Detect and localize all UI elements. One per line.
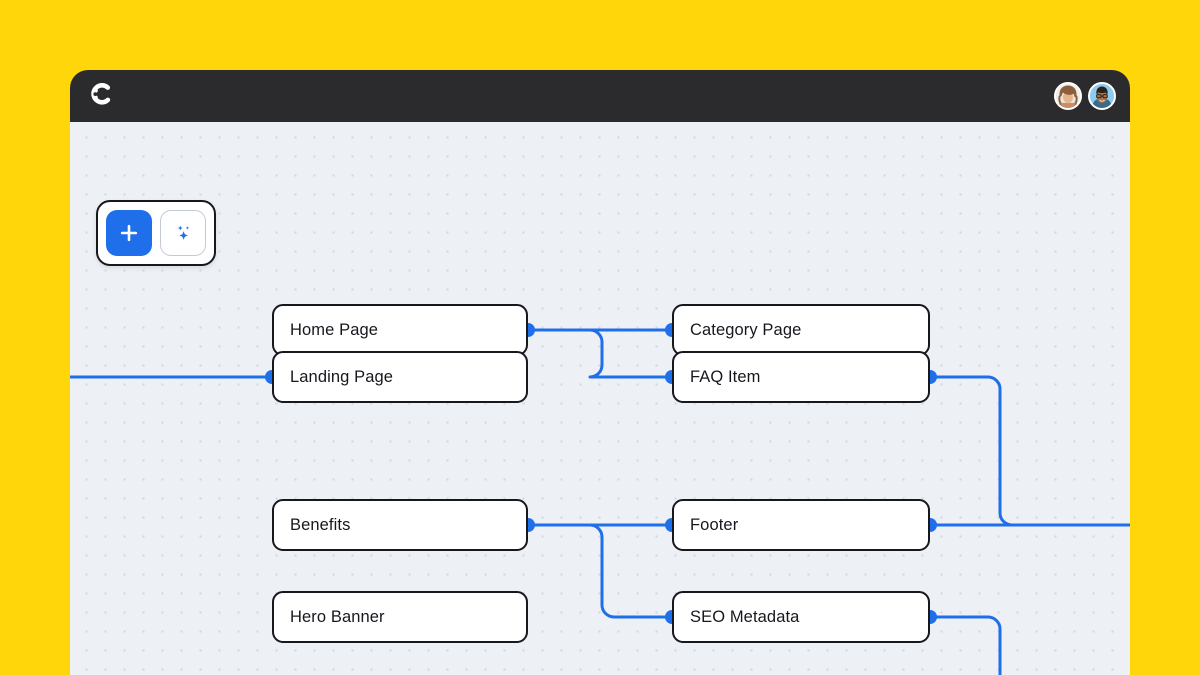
node-label: FAQ Item <box>690 367 761 386</box>
add-node-button[interactable] <box>106 210 152 256</box>
sparkle-icon <box>177 225 190 240</box>
canvas-toolbar <box>96 200 216 266</box>
edge-seo-out <box>928 615 1002 675</box>
edge-faq-out <box>928 375 1130 527</box>
node-label: Hero Banner <box>290 607 385 626</box>
app-window: Home Page Landing Page Benefits Hero Ban… <box>70 70 1130 675</box>
node-hero-banner[interactable]: Hero Banner <box>272 591 528 643</box>
edge-benefits-to-seo <box>526 523 674 619</box>
node-label: SEO Metadata <box>690 607 800 626</box>
node-landing-page[interactable]: Landing Page <box>272 351 528 403</box>
plus-icon <box>120 224 138 242</box>
ai-generate-button[interactable] <box>160 210 206 256</box>
node-label: Landing Page <box>290 367 394 386</box>
node-benefits[interactable]: Benefits <box>272 499 528 551</box>
app-topbar <box>70 70 1130 122</box>
avatar-user-1[interactable] <box>1054 82 1082 110</box>
contentful-c-logo[interactable] <box>88 81 114 112</box>
diagram-canvas[interactable]: Home Page Landing Page Benefits Hero Ban… <box>70 122 1130 675</box>
node-label: Category Page <box>690 320 802 339</box>
collaborator-avatars <box>1054 82 1116 110</box>
node-label: Footer <box>690 515 739 534</box>
avatar-user-2[interactable] <box>1088 82 1116 110</box>
node-seo-metadata[interactable]: SEO Metadata <box>672 591 930 643</box>
node-footer[interactable]: Footer <box>672 499 930 551</box>
node-faq-item[interactable]: FAQ Item <box>672 351 930 403</box>
node-label: Home Page <box>290 320 379 339</box>
edge-layer <box>70 323 1130 675</box>
node-category-page[interactable]: Category Page <box>672 304 930 356</box>
node-label: Benefits <box>290 515 351 534</box>
edge-home-to-faq <box>526 328 674 379</box>
node-home-page[interactable]: Home Page <box>272 304 528 356</box>
